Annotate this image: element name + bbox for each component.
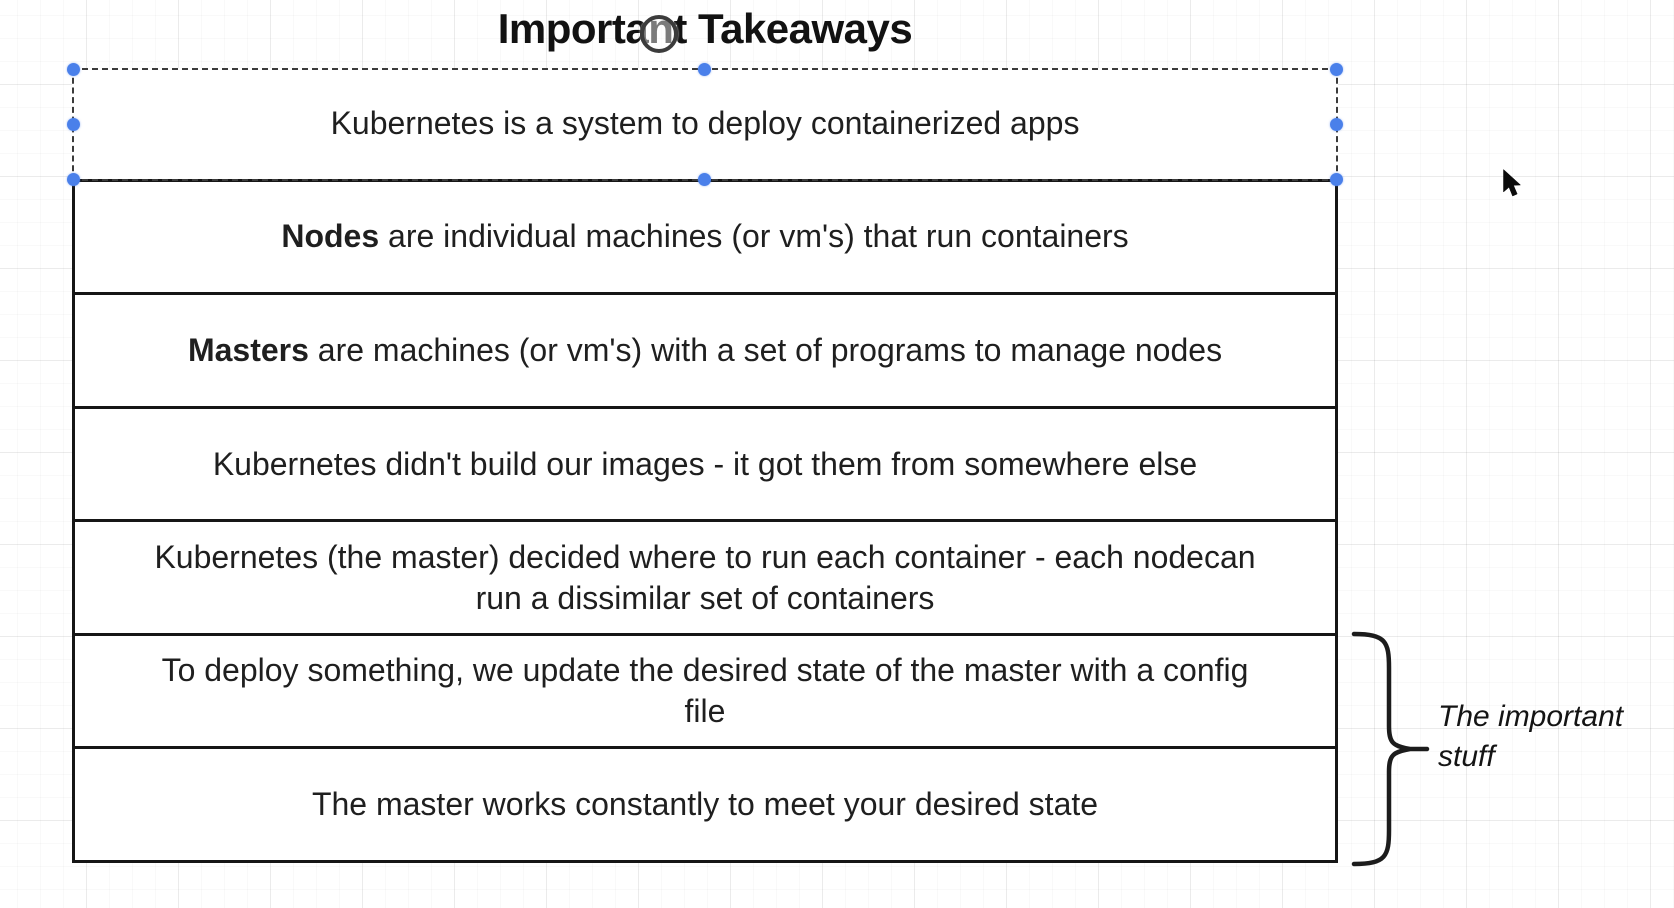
selection-outline[interactable]	[67, 63, 1343, 186]
resize-handle-bottom-right[interactable]	[1330, 173, 1343, 186]
arrow-cursor-icon	[1503, 169, 1522, 197]
circle-cursor-icon	[640, 15, 678, 53]
table-row[interactable]: Masters are machines (or vm's) with a se…	[72, 292, 1338, 406]
table-row[interactable]: Kubernetes didn't build our images - it …	[72, 405, 1338, 520]
resize-handle-top-left[interactable]	[67, 63, 80, 76]
table-row[interactable]: Nodes are individual machines (or vm's) …	[72, 178, 1338, 293]
resize-handle-bottom-center[interactable]	[698, 173, 711, 186]
resize-handle-top-right[interactable]	[1330, 63, 1343, 76]
resize-handle-top-center[interactable]	[698, 63, 711, 76]
annotation-label[interactable]: The important stuff	[1438, 700, 1624, 773]
resize-handle-bottom-left[interactable]	[67, 173, 80, 186]
table-row[interactable]: Kubernetes (the master) decided where to…	[72, 519, 1338, 633]
curly-brace[interactable]	[1346, 630, 1432, 868]
resize-handle-middle-left[interactable]	[67, 117, 80, 131]
table-row[interactable]: Kubernetes is a system to deploy contain…	[72, 68, 1338, 179]
table-row[interactable]: The master works constantly to meet your…	[72, 746, 1338, 864]
diagram-title[interactable]: Important Takeaways	[497, 5, 913, 52]
resize-handle-middle-right[interactable]	[1330, 117, 1343, 131]
takeaways-table: Kubernetes is a system to deploy contain…	[72, 68, 1338, 864]
table-row[interactable]: To deploy something, we update the desir…	[72, 632, 1338, 747]
